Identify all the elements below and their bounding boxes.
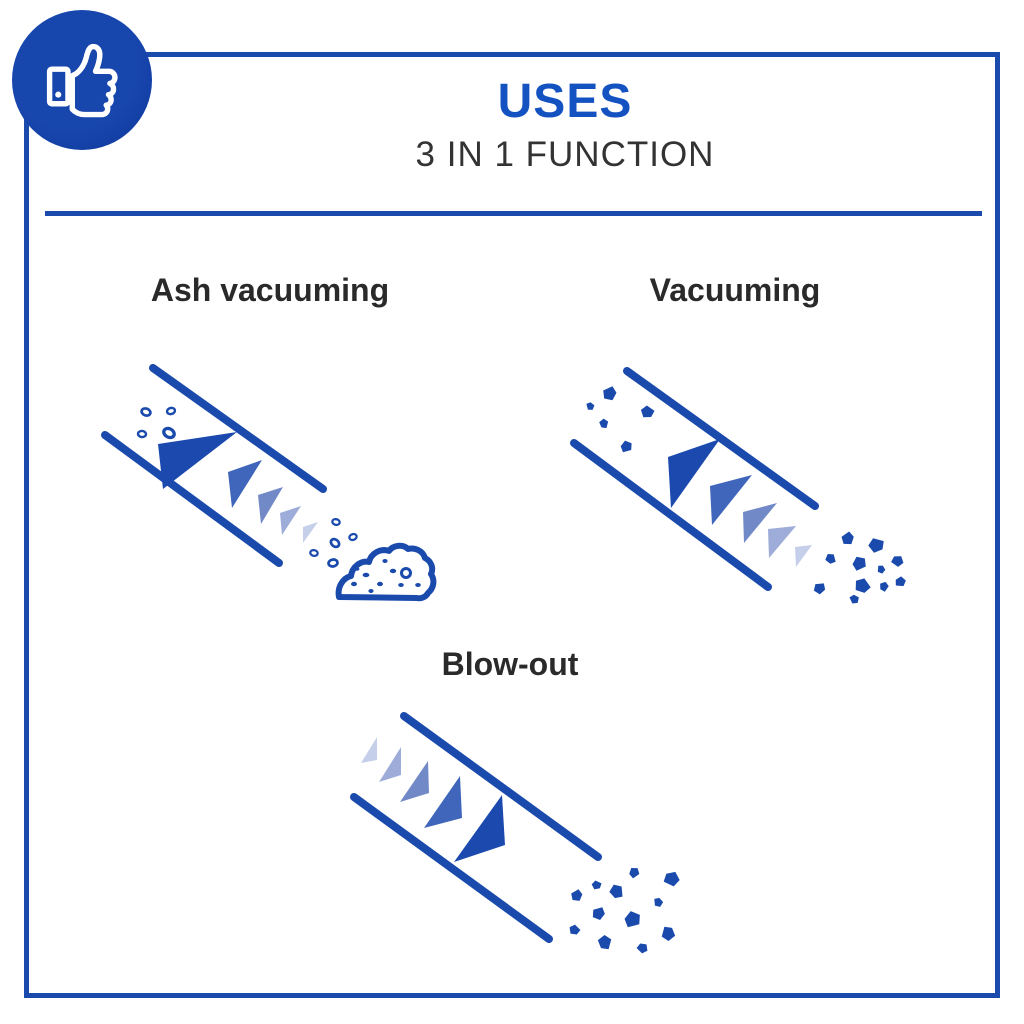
thumbs-up-icon bbox=[46, 43, 118, 118]
ash-pile-dot bbox=[377, 581, 383, 587]
page-subtitle: 3 IN 1 FUNCTION bbox=[415, 134, 715, 174]
debris-particle bbox=[636, 943, 648, 954]
debris-particle bbox=[569, 887, 584, 903]
tube-bottom-line bbox=[350, 793, 553, 943]
ash-pile-dot bbox=[351, 581, 357, 587]
ash-pile-dot bbox=[382, 559, 388, 563]
flow-arrow bbox=[454, 795, 505, 862]
flow-arrow bbox=[361, 737, 377, 763]
thumbs-up-badge bbox=[12, 10, 152, 150]
flow-arrow bbox=[710, 475, 752, 525]
debris-particle bbox=[847, 593, 860, 606]
flow-arrow bbox=[743, 503, 777, 543]
debris-blown-out bbox=[569, 866, 681, 954]
debris-particle bbox=[661, 870, 681, 889]
debris-particle bbox=[596, 933, 615, 953]
debris-particle bbox=[658, 923, 677, 943]
hand-shape bbox=[69, 43, 118, 118]
border-frame bbox=[24, 52, 1000, 998]
debris-particle bbox=[590, 878, 603, 891]
flow-arrow bbox=[400, 761, 429, 802]
tube-top-line bbox=[623, 367, 819, 510]
debris-inlet bbox=[584, 383, 656, 456]
ash-pile-dot bbox=[368, 589, 374, 593]
ash-particle bbox=[139, 405, 153, 419]
header: USES 3 IN 1 FUNCTION bbox=[130, 75, 1000, 175]
debris-particle bbox=[854, 576, 873, 594]
section-label-ash-vacuuming: Ash vacuuming bbox=[150, 272, 390, 308]
flow-arrow bbox=[668, 439, 720, 508]
ash-particle bbox=[330, 517, 342, 527]
ash-pile-dot bbox=[415, 583, 421, 587]
debris-particle bbox=[811, 579, 828, 596]
flow-arrow bbox=[303, 522, 318, 543]
flow-arrow bbox=[158, 432, 237, 489]
debris-particle bbox=[651, 895, 665, 909]
debris-outlet bbox=[811, 530, 908, 606]
debris-particle bbox=[584, 400, 596, 412]
ash-particle bbox=[160, 424, 178, 442]
ash-pile-outline bbox=[335, 542, 437, 602]
debris-particle bbox=[621, 909, 644, 932]
section-label-vacuuming: Vacuuming bbox=[649, 272, 821, 308]
cuff-dot bbox=[55, 91, 62, 98]
blow-out-diagram bbox=[350, 712, 681, 954]
debris-particle bbox=[879, 581, 890, 593]
flow-arrow bbox=[795, 545, 812, 567]
flow-arrow bbox=[258, 487, 283, 524]
flow-arrow bbox=[228, 460, 262, 508]
ash-pile-dot bbox=[354, 567, 360, 571]
ash-particle bbox=[326, 557, 340, 569]
flow-arrow bbox=[768, 526, 796, 558]
flow-arrow bbox=[379, 747, 401, 782]
ash-pile-dot bbox=[389, 568, 397, 574]
debris-particle bbox=[866, 534, 888, 555]
tube-top-line bbox=[149, 364, 327, 493]
debris-particle bbox=[890, 555, 904, 568]
section-label-blow-out: Blow-out bbox=[441, 646, 579, 682]
cuff-shape bbox=[46, 66, 71, 107]
ash-pile-ring bbox=[400, 567, 412, 579]
debris-particle bbox=[618, 439, 635, 456]
tube-bottom-line bbox=[101, 431, 283, 567]
ash-pile-dot bbox=[362, 572, 370, 578]
debris-particle bbox=[892, 575, 908, 590]
header-divider bbox=[45, 211, 982, 216]
ash-particle bbox=[347, 531, 359, 543]
debris-particle bbox=[600, 383, 619, 402]
debris-particle bbox=[589, 903, 608, 922]
flow-arrow bbox=[280, 506, 301, 535]
ash-pile bbox=[335, 542, 437, 602]
ash-particle bbox=[165, 405, 177, 417]
ash-particle bbox=[308, 548, 320, 558]
debris-particle bbox=[824, 551, 839, 566]
tube-bottom-line bbox=[570, 439, 772, 591]
debris-particle bbox=[875, 563, 887, 575]
debris-particle bbox=[850, 555, 869, 574]
debris-particle bbox=[598, 417, 611, 431]
ash-particles-outlet bbox=[308, 517, 359, 569]
ash-particles-inlet bbox=[136, 405, 178, 442]
debris-particle bbox=[640, 404, 656, 419]
debris-particle bbox=[628, 866, 641, 880]
debris-particle bbox=[840, 530, 855, 546]
ash-particle bbox=[136, 429, 148, 439]
ash-pile-dot bbox=[398, 583, 404, 587]
tube-top-line bbox=[400, 712, 602, 861]
page-title: USES bbox=[497, 75, 633, 128]
vacuuming-diagram bbox=[570, 367, 908, 606]
debris-particle bbox=[569, 924, 581, 935]
ash-particle bbox=[328, 536, 342, 550]
debris-particle bbox=[607, 881, 628, 902]
flow-arrow bbox=[424, 776, 462, 828]
ash-vacuuming-diagram bbox=[101, 364, 437, 602]
